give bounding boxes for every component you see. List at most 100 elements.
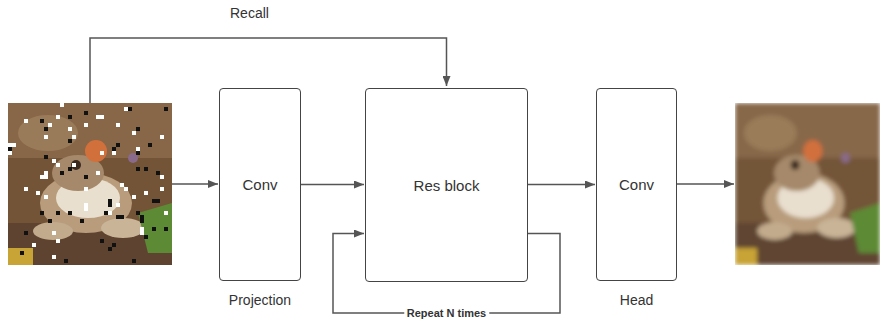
head-conv-box: ConvHead: [596, 88, 677, 281]
noise-pixel: [136, 147, 140, 151]
noise-pixel: [44, 155, 48, 159]
noise-pixel: [44, 135, 48, 139]
noise-pixel: [136, 167, 140, 171]
noise-pixel: [116, 143, 120, 147]
noise-pixel: [20, 251, 24, 255]
noise-pixel: [160, 135, 164, 139]
frog-picture: [8, 103, 172, 265]
noise-pixel: [68, 139, 72, 143]
noise-pixel: [80, 219, 84, 223]
noise-pixel: [56, 211, 60, 215]
noise-pixel: [164, 227, 168, 231]
noise-pixel: [144, 167, 148, 171]
noise-pixel: [72, 163, 76, 167]
stage-caption: Head: [620, 292, 653, 308]
noise-pixel: [116, 123, 120, 127]
output-arrow: [677, 183, 734, 185]
noise-pixel: [56, 239, 60, 243]
restored-output-image: [735, 103, 880, 265]
noise-pixel: [44, 171, 48, 175]
noise-pixel: [140, 231, 144, 235]
noise-pixel: [84, 187, 88, 191]
noise-pixel: [112, 151, 116, 155]
loop-label: Repeat N times: [404, 307, 489, 319]
noise-pixel: [120, 183, 124, 187]
noise-pixel: [40, 175, 44, 179]
noise-pixel: [68, 115, 72, 119]
stage-caption: Projection: [229, 292, 291, 308]
noise-pixel: [136, 151, 140, 155]
noise-pixel: [136, 211, 140, 215]
noise-pixel: [100, 115, 104, 119]
noisy-input-image: [8, 103, 172, 265]
noise-pixel: [128, 107, 132, 111]
noise-pixel: [44, 175, 48, 179]
noise-pixel: [144, 235, 148, 239]
noise-pixel: [100, 239, 104, 243]
noise-pixel: [116, 215, 120, 219]
box-label: Res block: [414, 177, 480, 194]
noise-pixel: [52, 231, 56, 235]
noise-pixel: [56, 115, 60, 119]
noise-pixel: [72, 135, 76, 139]
noise-pixel: [48, 123, 52, 127]
noise-pixel: [112, 243, 116, 247]
noise-pixel: [52, 159, 56, 163]
frog-picture: [735, 103, 880, 265]
noise-pixel: [64, 259, 68, 263]
noise-pixel: [152, 199, 156, 203]
noise-pixel: [152, 227, 156, 231]
noise-pixel: [84, 203, 88, 207]
noise-pixel: [124, 107, 128, 111]
box-label: Conv: [619, 176, 654, 193]
res-block-box: Res block: [365, 88, 528, 282]
noise-pixel: [124, 187, 128, 191]
noise-pixel: [24, 119, 28, 123]
noise-pixel: [84, 175, 88, 179]
noise-pixel: [96, 171, 100, 175]
noise-pixel: [60, 103, 64, 107]
noise-pixel: [68, 127, 72, 131]
noise-pixel: [108, 199, 112, 203]
box-label: Conv: [242, 176, 277, 193]
noise-pixel: [56, 239, 60, 243]
flow-arrow: [301, 184, 364, 186]
flow-arrow: [528, 184, 595, 186]
noise-pixel: [140, 219, 144, 223]
noise-pixel: [40, 211, 44, 215]
noise-pixel: [164, 211, 168, 215]
noise-pixel: [40, 119, 44, 123]
noise-pixel: [104, 211, 108, 215]
noise-pixel: [140, 227, 144, 231]
noise-pixel: [24, 231, 28, 235]
salt-pepper-noise: [8, 103, 168, 263]
noise-pixel: [132, 195, 136, 199]
noise-pixel: [32, 243, 36, 247]
noise-pixel: [148, 143, 152, 147]
projection-conv-box: ConvProjection: [219, 88, 301, 281]
noise-pixel: [84, 123, 88, 127]
noise-pixel: [84, 207, 88, 211]
noise-pixel: [120, 215, 124, 219]
noise-pixel: [44, 127, 48, 131]
noise-pixel: [160, 187, 164, 191]
noise-pixel: [108, 211, 112, 215]
noise-pixel: [132, 259, 136, 263]
noise-pixel: [108, 203, 112, 207]
noise-pixel: [60, 171, 64, 175]
noise-pixel: [68, 167, 72, 171]
noise-pixel: [156, 171, 160, 175]
noise-pixel: [156, 199, 160, 203]
recall-label: Recall: [230, 5, 269, 21]
noise-pixel: [8, 143, 12, 147]
noise-pixel: [44, 195, 48, 199]
noise-pixel: [100, 151, 104, 155]
noise-pixel: [36, 191, 40, 195]
noise-pixel: [132, 131, 136, 135]
noise-pixel: [116, 203, 120, 207]
noise-pixel: [68, 211, 72, 215]
noise-pixel: [160, 175, 164, 179]
noise-pixel: [84, 111, 88, 115]
noise-pixel: [144, 191, 148, 195]
